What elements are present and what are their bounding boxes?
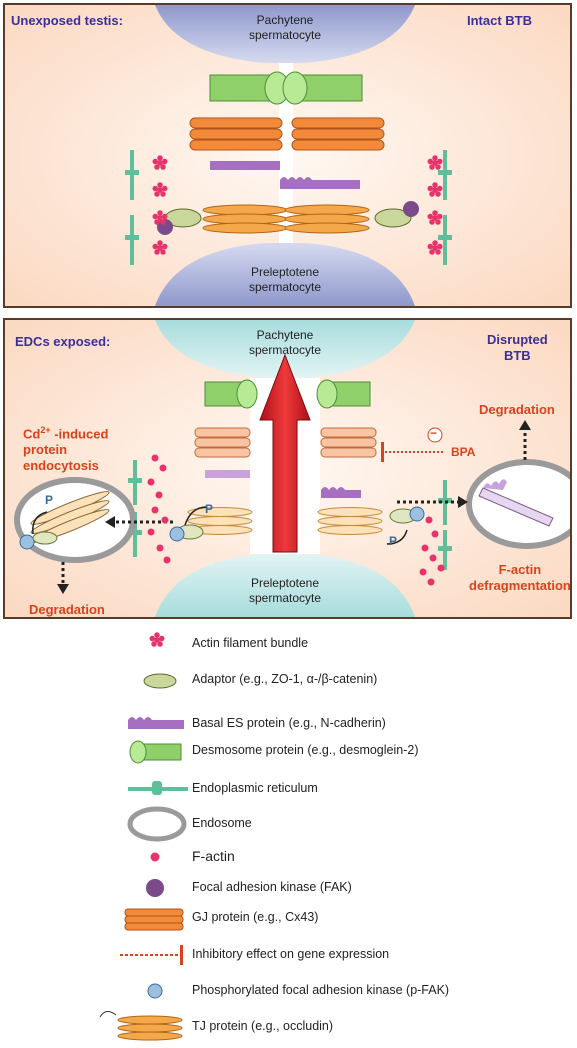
f-actin-dot <box>155 491 163 499</box>
gj-protein <box>189 117 385 151</box>
legend-item: Endoplasmic reticulum <box>192 781 318 795</box>
p-fak-left <box>169 526 185 542</box>
basal-es-protein <box>205 470 361 498</box>
f-actin-dot <box>419 568 427 576</box>
f-actin-dot <box>151 506 159 514</box>
endoplasmic-reticulum <box>125 150 452 265</box>
left-title: Unexposed testis: <box>11 13 123 28</box>
preleptotene-cell <box>155 554 415 617</box>
legend-item: Basal ES protein (e.g., N-cadherin) <box>192 716 386 730</box>
actin-bundle <box>427 210 443 225</box>
f-actin-dot <box>147 478 155 486</box>
legend-item: Adaptor (e.g., ZO-1, α-/β-catenin) <box>192 672 378 686</box>
legend-item: GJ protein (e.g., Cx43) <box>192 910 319 924</box>
top-panel-drawing <box>5 5 570 306</box>
actin-bundle <box>427 155 443 170</box>
transport-arrows <box>61 428 527 586</box>
inhibitory-bar <box>381 442 384 462</box>
actin-bundle <box>152 210 168 225</box>
left-title: EDCs exposed: <box>15 334 111 349</box>
legend-item: Endosome <box>192 816 252 830</box>
degradation-left: Degradation <box>29 602 105 617</box>
actin-bundle <box>427 240 443 255</box>
p-label-left: P <box>205 502 214 516</box>
legend-item: Desmosome protein (e.g., desmoglein-2) <box>192 743 419 757</box>
f-actin-dot <box>159 464 167 472</box>
preleptotene-cell <box>155 243 415 306</box>
f-actin-dot <box>425 516 433 524</box>
er-icon <box>128 781 188 795</box>
p-label-right: P <box>389 534 398 548</box>
f-actin-icon <box>150 852 160 862</box>
phospho-arrow-right <box>386 529 408 545</box>
fak-right <box>403 201 419 217</box>
actin-bundle-icon <box>149 632 165 647</box>
endosome-left <box>14 477 136 563</box>
actin-bundles <box>152 155 443 255</box>
minus-circle <box>427 427 443 443</box>
pachytene-cell <box>155 5 415 63</box>
tj-icon <box>99 1011 183 1041</box>
f-actin-dot <box>161 516 169 524</box>
f-actin-dot <box>147 528 155 536</box>
p-fak-icon <box>147 983 163 999</box>
adaptor-right <box>374 208 412 228</box>
fak-icon <box>146 879 164 897</box>
desmosome-protein <box>204 379 371 409</box>
f-actin-dot <box>431 530 439 538</box>
p-label-endosome: P <box>45 493 54 507</box>
f-actin-dot <box>437 564 445 572</box>
legend-icons <box>99 632 188 1041</box>
adaptor-icon <box>143 673 177 689</box>
desmosome-protein <box>209 71 363 105</box>
gj-icon <box>124 908 184 931</box>
legend-item: TJ protein (e.g., occludin) <box>192 1019 334 1033</box>
actin-bundle <box>152 182 168 197</box>
actin-bundle <box>149 632 165 647</box>
endosome-right <box>466 459 570 549</box>
right-title: Intact BTB <box>467 13 532 28</box>
f-actin-dot <box>156 544 164 552</box>
gj-protein <box>194 427 377 458</box>
actin-bundle <box>152 240 168 255</box>
legend-item: F-actin <box>192 848 235 864</box>
f-actin-dots <box>147 454 445 586</box>
p-fak-right <box>409 506 425 522</box>
basal-es-icon <box>128 717 184 729</box>
actin-bundle <box>152 155 168 170</box>
basal-es-protein <box>210 161 360 189</box>
f-actin-dot <box>163 556 171 564</box>
endosome-icon <box>127 806 187 842</box>
minus-sign: − <box>430 426 438 440</box>
cd-endocytosis-label: Cd2+ -induced protein endocytosis <box>23 425 109 474</box>
legend: Actin filament bundle Adaptor (e.g., ZO-… <box>0 625 577 1045</box>
phospho-arrow-left <box>184 506 208 526</box>
f-actin-dot <box>151 454 159 462</box>
legend-item: Inhibitory effect on gene expression <box>192 947 390 961</box>
bpa-label: BPA <box>451 445 476 459</box>
desmosome-icon <box>129 740 182 764</box>
degradation-right: Degradation <box>479 402 555 417</box>
tj-protein <box>187 507 383 535</box>
red-upward-arrow <box>259 353 311 553</box>
actin-bundle <box>427 182 443 197</box>
f-actin-dot <box>427 578 435 586</box>
tj-protein <box>202 204 370 234</box>
legend-item: Actin filament bundle <box>192 636 309 650</box>
bottom-panel-drawing <box>5 320 570 617</box>
pachytene-cell <box>155 320 415 378</box>
legend-item: Phosphorylated focal adhesion kinase (p-… <box>192 983 450 997</box>
f-actin-dot <box>421 544 429 552</box>
legend-item: Focal adhesion kinase (FAK) <box>192 880 352 894</box>
inhibitory-icon <box>120 945 183 965</box>
f-actin-dot <box>429 554 437 562</box>
